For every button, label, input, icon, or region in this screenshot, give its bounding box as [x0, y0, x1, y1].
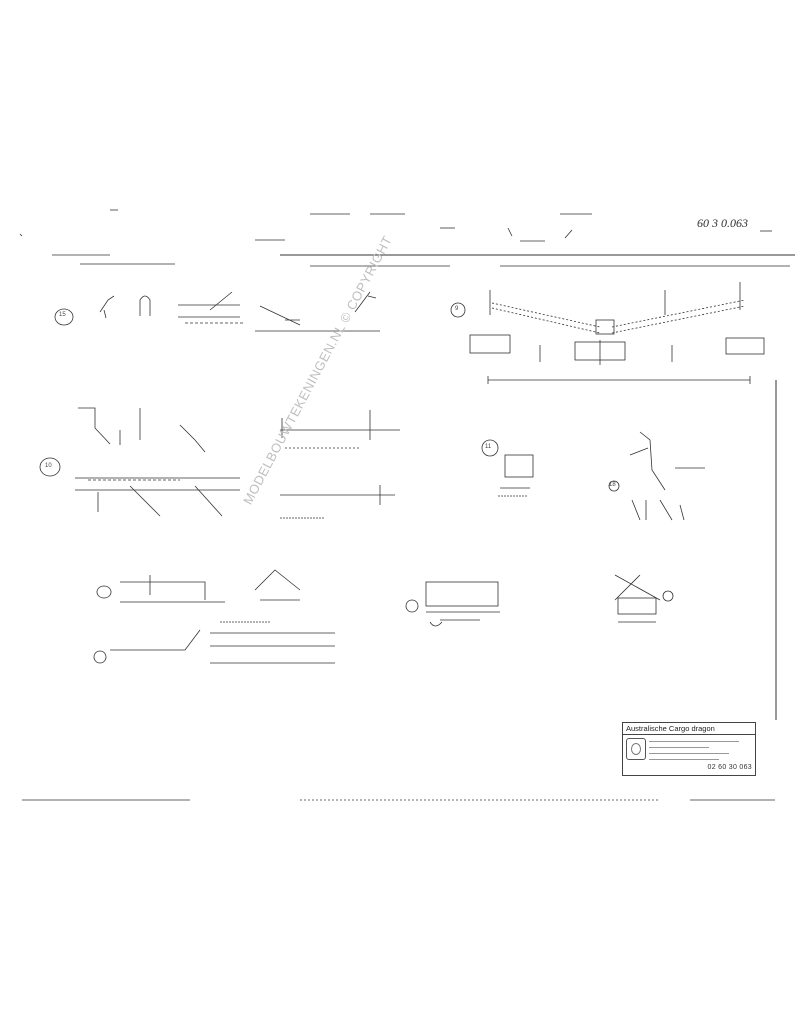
detail-label-18: 18: [609, 482, 616, 488]
detail-label-11: 11: [485, 444, 492, 450]
sheet-number: 60 3 0.063: [697, 216, 748, 230]
detail-lower-right: [614, 574, 674, 623]
detail-10: [39, 407, 240, 517]
detail-9: [450, 282, 765, 384]
drawing-number: 02 60 30 063: [707, 764, 752, 771]
detail-lower-left: [93, 569, 335, 664]
detail-18: [608, 431, 705, 521]
title-block-rule: [649, 753, 729, 754]
title-block-header: Australische Cargo dragon: [623, 723, 755, 735]
detail-label-10: 10: [45, 463, 52, 469]
detail-lower-center: [405, 581, 500, 627]
title-block: Australische Cargo dragon 02 60 30 063: [622, 722, 756, 776]
title-block-rule: [649, 759, 719, 760]
detail-15: [54, 291, 380, 332]
detail-label-9: 9: [455, 306, 459, 312]
detail-center-left: [280, 410, 400, 519]
logo-icon: [626, 738, 646, 760]
title-block-rule: [649, 741, 739, 742]
detail-label-15: 15: [59, 312, 66, 318]
detail-11: [481, 439, 534, 497]
header-rules: [19, 209, 795, 267]
title-block-rule: [649, 747, 709, 748]
